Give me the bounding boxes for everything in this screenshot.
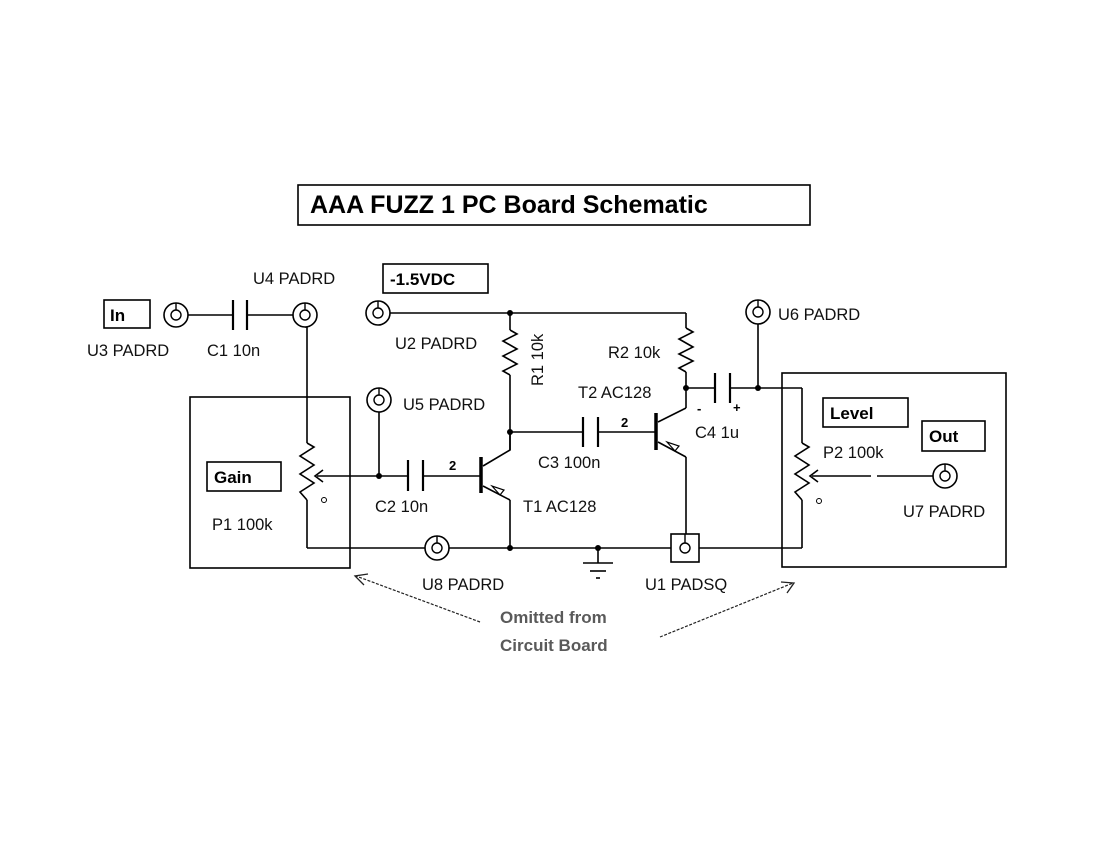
level-label-box: Level <box>822 397 909 428</box>
transistor-collector <box>482 432 511 467</box>
c4-positive-mark: + <box>733 400 741 415</box>
label-c3: C3 100n <box>538 454 600 472</box>
junction-dot <box>507 545 513 551</box>
pot-pin-marker <box>816 498 822 504</box>
transistor-t2 <box>654 407 687 458</box>
note-arrow-left <box>355 575 481 623</box>
capacitor-c1 <box>231 300 249 330</box>
label-u3: U3 PADRD <box>87 342 169 360</box>
transistor-emitter <box>482 485 511 501</box>
label-u5: U5 PADRD <box>403 396 485 414</box>
gain-label: Gain <box>214 468 252 487</box>
component-labels: U4 PADRD U3 PADRD C1 10n U2 PADRD U5 PAD… <box>87 270 985 594</box>
pad-u8-icon <box>424 535 450 561</box>
label-t2-base-pin: 2 <box>621 415 628 430</box>
arrowhead-left-icon <box>353 573 369 586</box>
transistor-collector <box>657 407 687 423</box>
pad-u5-icon <box>366 387 392 413</box>
omitted-note: Omitted from Circuit Board <box>353 573 796 655</box>
wiper-arrow-icon <box>808 469 819 483</box>
wiper-arrow-icon <box>313 469 324 483</box>
gain-label-box: Gain <box>206 461 282 492</box>
note-line-2: Circuit Board <box>500 636 608 655</box>
transistor-emitter <box>657 441 687 458</box>
input-label: In <box>110 306 125 325</box>
resistor-r1-icon <box>501 329 519 376</box>
label-t2: T2 AC128 <box>578 384 651 402</box>
junction-dot <box>683 385 689 391</box>
label-p1: P1 100k <box>212 516 273 534</box>
resistor-r2-icon <box>677 327 695 373</box>
label-r1: R1 10k <box>529 333 547 386</box>
emitter-arrow-icon <box>665 440 681 452</box>
capacitor-c2 <box>406 460 425 491</box>
capacitor-c4: - + <box>697 373 741 416</box>
level-label: Level <box>830 404 873 423</box>
supply-label: -1.5VDC <box>390 270 455 289</box>
pad-u7-icon <box>932 463 958 489</box>
label-u2: U2 PADRD <box>395 335 477 353</box>
page-title: AAA FUZZ 1 PC Board Schematic <box>310 191 708 219</box>
potentiometer-p2 <box>793 442 822 504</box>
label-c1: C1 10n <box>207 342 260 360</box>
pot-pin-marker <box>321 497 327 503</box>
c4-negative-mark: - <box>697 401 701 416</box>
junctions <box>376 310 761 551</box>
pad-u6-icon <box>745 299 771 325</box>
pad-u4-icon <box>292 302 318 328</box>
emitter-arrow-icon <box>490 484 506 496</box>
supply-frame <box>382 263 489 294</box>
title-block: AAA FUZZ 1 PC Board Schematic <box>297 184 811 226</box>
label-u8: U8 PADRD <box>422 576 504 594</box>
label-c4: C4 1u <box>695 424 739 442</box>
label-u1: U1 PADSQ <box>645 576 727 594</box>
label-u7: U7 PADRD <box>903 503 985 521</box>
label-p2: P2 100k <box>823 444 884 462</box>
junction-dot <box>507 310 513 316</box>
input-frame <box>103 299 151 329</box>
arrowhead-right-icon <box>780 581 796 594</box>
gain-frame <box>206 461 282 492</box>
label-t1: T1 AC128 <box>523 498 596 516</box>
output-label: Out <box>929 427 959 446</box>
potentiometer-track-icon <box>298 442 316 501</box>
label-c2: C2 10n <box>375 498 428 516</box>
input-label-box: In <box>103 299 151 329</box>
note-line-1: Omitted from <box>500 608 607 627</box>
pad-u3-icon <box>163 302 189 328</box>
junction-dot <box>376 473 382 479</box>
potentiometer-track-icon <box>793 442 811 501</box>
ground-icon <box>583 548 613 579</box>
label-r2: R2 10k <box>608 344 661 362</box>
note-arrow-right <box>659 582 794 638</box>
supply-label-box: -1.5VDC <box>382 263 489 294</box>
level-frame <box>822 397 909 428</box>
label-u6: U6 PADRD <box>778 306 860 324</box>
capacitor-c3 <box>581 417 600 447</box>
output-frame <box>921 420 986 452</box>
output-label-box: Out <box>921 420 986 452</box>
pad-u1-square-icon <box>670 533 700 563</box>
label-u4: U4 PADRD <box>253 270 335 288</box>
title-frame <box>297 184 811 226</box>
wires <box>188 312 933 549</box>
junction-dot <box>755 385 761 391</box>
potentiometer-p1 <box>298 442 327 503</box>
transistor-t1 <box>479 432 511 501</box>
pad-u2-icon <box>365 300 391 326</box>
label-t1-base-pin: 2 <box>449 458 456 473</box>
